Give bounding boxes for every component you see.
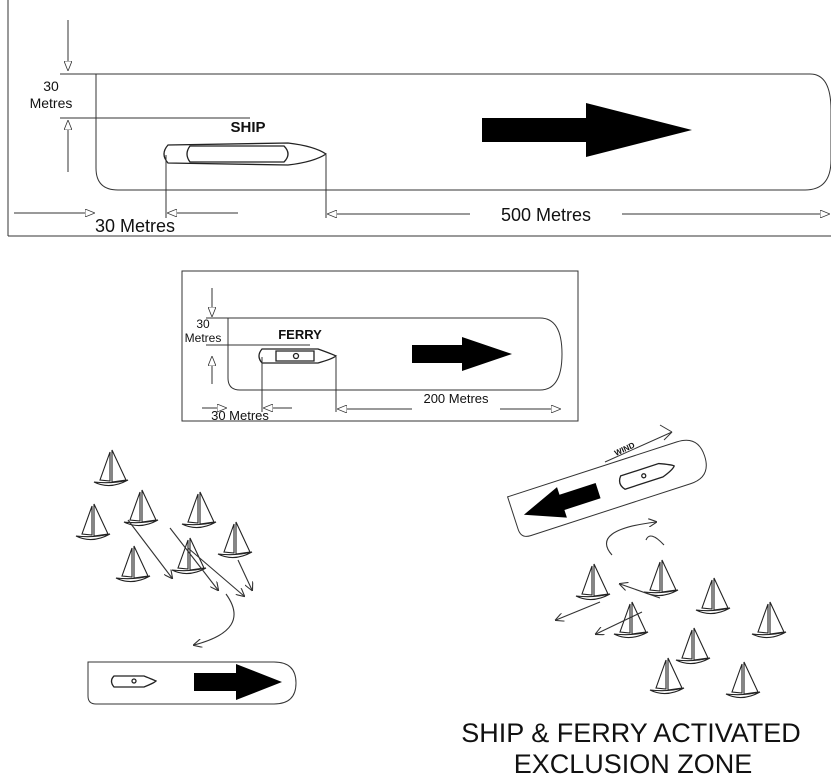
sailboat-track bbox=[606, 522, 657, 556]
sailboat-icon bbox=[115, 545, 151, 583]
sailboat-track bbox=[556, 601, 601, 620]
ferry-label: FERRY bbox=[278, 327, 322, 342]
sailboat-icon bbox=[751, 601, 787, 639]
ship-panel: 30 Metres SHIP 30 Metres 500 Metres bbox=[7, 0, 831, 237]
sailboat-track bbox=[237, 559, 252, 590]
ferry-exclusion-zone bbox=[227, 317, 563, 391]
sailboat-icon bbox=[75, 503, 111, 541]
right-ferry-funnel bbox=[641, 473, 647, 479]
sailboat-track bbox=[596, 611, 643, 634]
right-ferry-hull bbox=[618, 462, 675, 490]
small-ferry-funnel bbox=[131, 678, 137, 684]
right-direction-arrow bbox=[523, 483, 601, 518]
ahead-dim-label: 500 Metres bbox=[501, 205, 591, 225]
wind-label: WIND bbox=[613, 441, 636, 458]
sailboat-track bbox=[169, 527, 218, 590]
sailboat-icon bbox=[675, 627, 711, 665]
caption-line-2: EXCLUSION ZONE bbox=[514, 749, 753, 778]
ferry-ahead-dim-label: 200 Metres bbox=[423, 391, 489, 406]
sailboat-icon bbox=[181, 491, 217, 529]
sailboat-icon bbox=[643, 559, 679, 597]
rotated-exclusion-zone bbox=[506, 439, 707, 537]
wind-feather bbox=[663, 431, 673, 441]
vertical-dim-value: 30 bbox=[43, 78, 59, 94]
sailboat-icon bbox=[93, 449, 129, 487]
ship-direction-arrow bbox=[482, 103, 692, 157]
ship-label: SHIP bbox=[230, 119, 265, 136]
ferry-stern-dim-label: 30 Metres bbox=[211, 408, 269, 423]
sailboat-icon bbox=[695, 577, 731, 615]
wind-arrow-shaft bbox=[604, 431, 673, 463]
sailboat-track bbox=[187, 547, 244, 596]
ship-exclusion-zone bbox=[95, 73, 831, 191]
caption-line-1: SHIP & FERRY ACTIVATED bbox=[461, 718, 801, 748]
sailboat-icon bbox=[613, 601, 649, 639]
wind-feather bbox=[659, 424, 673, 433]
ferry-vertical-dim-unit: Metres bbox=[185, 331, 222, 345]
small-exclusion-zone bbox=[87, 661, 297, 705]
sailboat-icon bbox=[123, 489, 159, 527]
sailboat-track bbox=[645, 535, 665, 546]
stern-dim-label: 30 Metres bbox=[95, 216, 175, 236]
sailboat-icon bbox=[217, 521, 253, 559]
left-scene bbox=[75, 449, 297, 705]
ferry-vertical-dim-value: 30 bbox=[196, 317, 210, 331]
ferry-direction-arrow bbox=[412, 337, 512, 371]
ferry-panel: 30 Metres FERRY 30 Metres 200 Metres bbox=[181, 270, 579, 423]
sailboat-icon bbox=[649, 657, 685, 695]
ferry-approach-path bbox=[194, 593, 235, 645]
sailboat-icon bbox=[725, 661, 761, 699]
wind-indicator: WIND bbox=[604, 424, 673, 463]
ship-deck bbox=[186, 145, 289, 163]
sailboat-track bbox=[620, 584, 661, 599]
vertical-dim-unit: Metres bbox=[30, 95, 73, 111]
ferry-panel-frame bbox=[181, 270, 579, 422]
ferry-funnel bbox=[292, 352, 300, 360]
sailboat-icon bbox=[575, 563, 611, 601]
sailboat-track bbox=[127, 519, 172, 578]
small-direction-arrow bbox=[194, 664, 282, 700]
right-scene: WIND bbox=[506, 424, 787, 699]
right-exclusion-zone bbox=[506, 439, 707, 537]
